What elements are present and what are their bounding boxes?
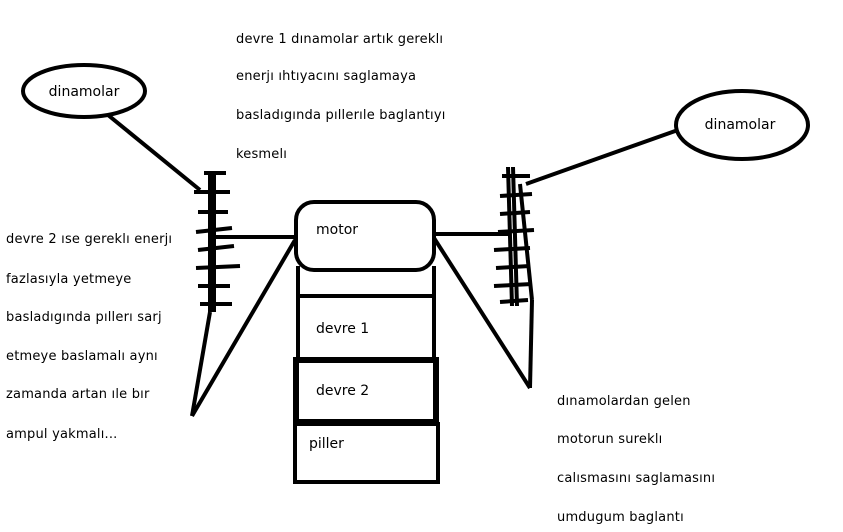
- dynamo-right-connector: [525, 128, 679, 186]
- dynamo-left-connector: [106, 113, 202, 192]
- right-note-line-2: motorun sureklı: [557, 432, 663, 447]
- top-note-line-3: basladıgında pıllerıle baglantıyı: [236, 108, 446, 123]
- right-note-line-1: dınamolardan gelen: [557, 394, 691, 409]
- dynamo-left-label: dinamolar: [49, 84, 120, 100]
- dynamo-left-ellipse: [21, 63, 147, 119]
- devre2-box: [293, 357, 439, 425]
- wire-left-loop: [190, 238, 297, 418]
- coil-left: [194, 171, 241, 312]
- left-note-line-5: zamanda artan ıle bır: [6, 387, 150, 402]
- dynamo-right-ellipse: [674, 89, 810, 161]
- motor-box: [294, 200, 436, 272]
- left-note-line-3: basladıgında pıllerı sarj: [6, 310, 162, 325]
- motor-label: motor: [316, 222, 358, 238]
- right-note-line-4: umdugum baglantı: [557, 510, 684, 525]
- dynamo-right-label: dinamolar: [705, 117, 776, 133]
- piller-box: [293, 422, 440, 484]
- right-note-line-3: calısmasını saglamasını: [557, 471, 716, 486]
- top-note-line-4: kesmelı: [236, 147, 288, 162]
- left-note-line-2: fazlasıyla yetmeye: [6, 272, 132, 287]
- coil-right: [493, 166, 535, 307]
- left-note-line-6: ampul yakmalı...: [6, 427, 118, 442]
- left-note-line-4: etmeye baslamalı aynı: [6, 349, 158, 364]
- piller-label: piller: [309, 436, 344, 452]
- devre2-label: devre 2: [316, 383, 369, 399]
- top-note-line-2: enerjı ıhtıyacını saglamaya: [236, 69, 417, 84]
- left-note-line-1: devre 2 ıse gereklı enerjı: [6, 232, 173, 247]
- devre1-label: devre 1: [316, 321, 369, 337]
- top-note-line-1: devre 1 dınamolar artık gereklı: [236, 32, 444, 47]
- wire-right-loop: [432, 236, 534, 390]
